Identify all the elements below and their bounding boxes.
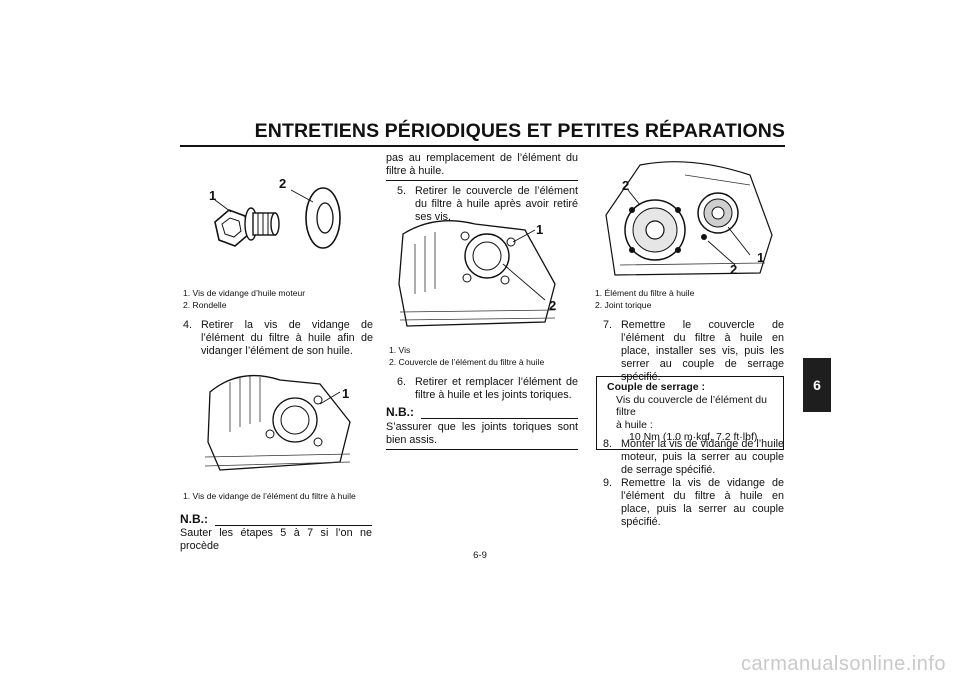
step-8-number: 8. [603,438,613,450]
torque-spec-box: Couple de serrage : Vis du couvercle de … [596,376,784,450]
oil-filter-element-and-o-rings-illustration [605,159,776,276]
step-5-text: Retirer le couvercle de l’élément du fil… [415,185,578,223]
chapter-tab: 6 [803,358,831,412]
fig3-callout-2: 2 [549,298,557,313]
engine-side-drain-bolt-illustration [204,374,351,471]
step-5: 5. Retirer le couvercle de l’élément du … [397,185,578,224]
fig3-caption-1: 1. Vis [389,345,411,355]
filter-cover-screws-illustration [398,220,556,327]
torque-heading: Couple de serrage : [607,381,706,393]
nb-text-col1: Sauter les étapes 5 à 7 si l’on ne procè… [180,527,372,552]
fig4-callout-2a: 2 [622,178,630,193]
fig3-callout-1: 1 [536,222,544,237]
fig4-caption-1: 1. Élément du filtre à huile [595,288,695,298]
nb-end-rule-col2 [386,449,578,450]
nb-rule [215,525,372,526]
drain-bolt-and-washer-illustration [214,187,341,249]
fig1-caption-1: 1. Vis de vidange d’huile moteur [183,288,306,298]
step-7: 7. Remettre le couvercle de l’élément du… [603,319,784,384]
torque-value: 10 Nm (1.0 m·kgf, 7.2 ft·lbf) [629,431,758,443]
step-9: 9. Remettre la vis de vidange de l’éléme… [603,477,784,529]
fig1-callout-1: 1 [209,188,217,203]
step-6: 6. Retirer et remplacer l’élément de fil… [397,376,578,402]
fig4-callout-2b: 2 [730,262,738,277]
fig4-caption-2: 2. Joint torique [595,300,652,310]
step-4: 4. Retirer la vis de vidange de l’élémen… [183,319,373,358]
fig2-caption-1: 1. Vis de vidange de l’élément du filtre… [183,491,356,501]
step-8-text: Monter la vis de vidange de l’huile mote… [621,438,784,476]
step-4-text: Retirer la vis de vidange de l’élément d… [201,319,373,357]
step-7-text: Remettre le couvercle de l’élément du fi… [621,319,784,383]
fig4-callout-1b: 1 [757,250,765,265]
step-6-text: Retirer et remplacer l’élément de filtre… [415,376,578,401]
torque-line-2: à huile : [616,418,653,431]
step-9-text: Remettre la vis de vidange de l’élément … [621,477,784,528]
nb-text-col2: S’assurer que les joints toriques sont b… [386,421,578,446]
watermark: carmanualsonline.info [740,653,946,675]
nb-note-col1: N.B.: [180,513,372,527]
step-5-number: 5. [397,185,407,197]
step-4-number: 4. [183,319,193,331]
nb-note-col2: N.B.: [386,406,578,420]
nb-label: N.B.: [180,512,208,526]
nb-end-rule [386,180,578,181]
title-rule [180,145,785,147]
fig3-caption-2: 2. Couvercle de l’élément du filtre à hu… [389,357,545,367]
nb-rule-col2 [421,418,578,419]
page-number: 6-9 [473,550,487,561]
nb-label-col2: N.B.: [386,405,414,419]
nb-continuation: pas au remplacement de l’élément du filt… [386,152,578,177]
torque-line-1: Vis du couvercle de l’élément du filtre [616,393,767,419]
step-9-number: 9. [603,477,613,489]
page-title: ENTRETIENS PÉRIODIQUES ET PETITES RÉPARA… [254,120,785,142]
fig2-callout-1: 1 [342,386,350,401]
step-6-number: 6. [397,376,407,388]
step-8: 8. Monter la vis de vidange de l’huile m… [603,438,784,477]
fig1-caption-2: 2. Rondelle [183,300,227,310]
fig1-callout-2: 2 [279,176,287,191]
step-7-number: 7. [603,319,613,331]
